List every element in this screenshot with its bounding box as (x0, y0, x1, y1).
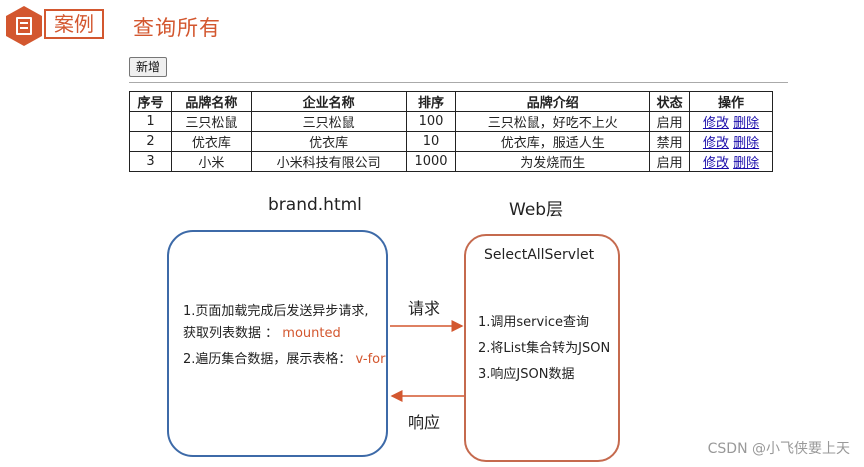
arrows (390, 320, 464, 402)
cell-status: 启用 (649, 151, 691, 172)
cell-description: 为发烧而生 (455, 151, 651, 172)
badge-hexagon (6, 6, 42, 46)
header-order: 排序 (405, 91, 457, 112)
header-id: 序号 (129, 91, 172, 112)
cell-id: 3 (129, 151, 172, 172)
page-title: 查询所有 (133, 16, 221, 40)
left-step-1-cont: 获取列表数据 ： mounted (183, 322, 341, 341)
header-company-name: 企业名称 (250, 91, 407, 112)
cell-status: 禁用 (649, 131, 691, 152)
delete-link[interactable]: 删除 (733, 116, 760, 131)
cell-id: 2 (129, 131, 172, 152)
left-step-1-text: 获取列表数据 ： (183, 326, 279, 341)
cell-brand: 小米 (170, 151, 252, 172)
mounted-keyword: mounted (282, 326, 341, 341)
response-label: 响应 (408, 413, 441, 432)
watermark: CSDN @小飞侠要上天 (707, 441, 850, 457)
edit-link[interactable]: 修改 (702, 116, 729, 131)
brand-html-label: brand.html (268, 195, 362, 215)
browser-box (167, 230, 388, 457)
case-label: 案例 (44, 9, 104, 39)
delete-link[interactable]: 删除 (733, 136, 760, 151)
header-description: 品牌介绍 (455, 91, 651, 112)
edit-link[interactable]: 修改 (702, 156, 729, 171)
left-step-1: 1.页面加载完成后发送异步请求, (183, 304, 369, 319)
divider (129, 82, 788, 83)
cell-description: 优衣库，服适人生 (455, 131, 651, 152)
cell-order: 100 (405, 111, 457, 132)
left-step-2: 2.遍历集合数据，展示表格： v-for (183, 348, 385, 367)
servlet-name: SelectAllServlet (484, 247, 595, 263)
left-step-2-text: 2.遍历集合数据，展示表格： (183, 352, 352, 367)
v-for-keyword: v-for (355, 352, 386, 367)
right-step-2: 2.将List集合转为JSON (478, 341, 611, 356)
brand-table: 序号 品牌名称 企业名称 排序 品牌介绍 状态 操作 1 三只松鼠 三只松鼠 1… (129, 91, 773, 172)
header-actions: 操作 (689, 91, 773, 112)
cell-brand: 优衣库 (170, 131, 252, 152)
cell-actions: 修改 删除 (689, 111, 773, 132)
table-row: 3 小米 小米科技有限公司 1000 为发烧而生 启用 修改 删除 (129, 151, 773, 172)
table-row: 2 优衣库 优衣库 10 优衣库，服适人生 禁用 修改 删除 (129, 131, 773, 152)
web-layer-label: Web层 (509, 200, 564, 220)
request-label: 请求 (408, 299, 441, 318)
table-header-row: 序号 品牌名称 企业名称 排序 品牌介绍 状态 操作 (129, 91, 773, 112)
right-step-1: 1.调用service查询 (478, 315, 589, 330)
cell-id: 1 (129, 111, 172, 132)
right-step-3: 3.响应JSON数据 (478, 367, 575, 382)
header-brand-name: 品牌名称 (170, 91, 252, 112)
cell-actions: 修改 删除 (689, 131, 773, 152)
cell-brand: 三只松鼠 (170, 111, 252, 132)
cell-description: 三只松鼠，好吃不上火 (455, 111, 651, 132)
cell-company: 优衣库 (250, 131, 407, 152)
delete-link[interactable]: 删除 (733, 156, 760, 171)
cell-actions: 修改 删除 (689, 151, 773, 172)
servlet-box (464, 234, 620, 462)
cell-company: 三只松鼠 (250, 111, 407, 132)
cell-order: 10 (405, 131, 457, 152)
cell-status: 启用 (649, 111, 691, 132)
cell-order: 1000 (405, 151, 457, 172)
cell-company: 小米科技有限公司 (250, 151, 407, 172)
add-button[interactable]: 新增 (129, 57, 168, 77)
edit-link[interactable]: 修改 (702, 136, 729, 151)
header-status: 状态 (649, 91, 691, 112)
table-row: 1 三只松鼠 三只松鼠 100 三只松鼠，好吃不上火 启用 修改 删除 (129, 111, 773, 132)
document-icon (16, 17, 32, 35)
